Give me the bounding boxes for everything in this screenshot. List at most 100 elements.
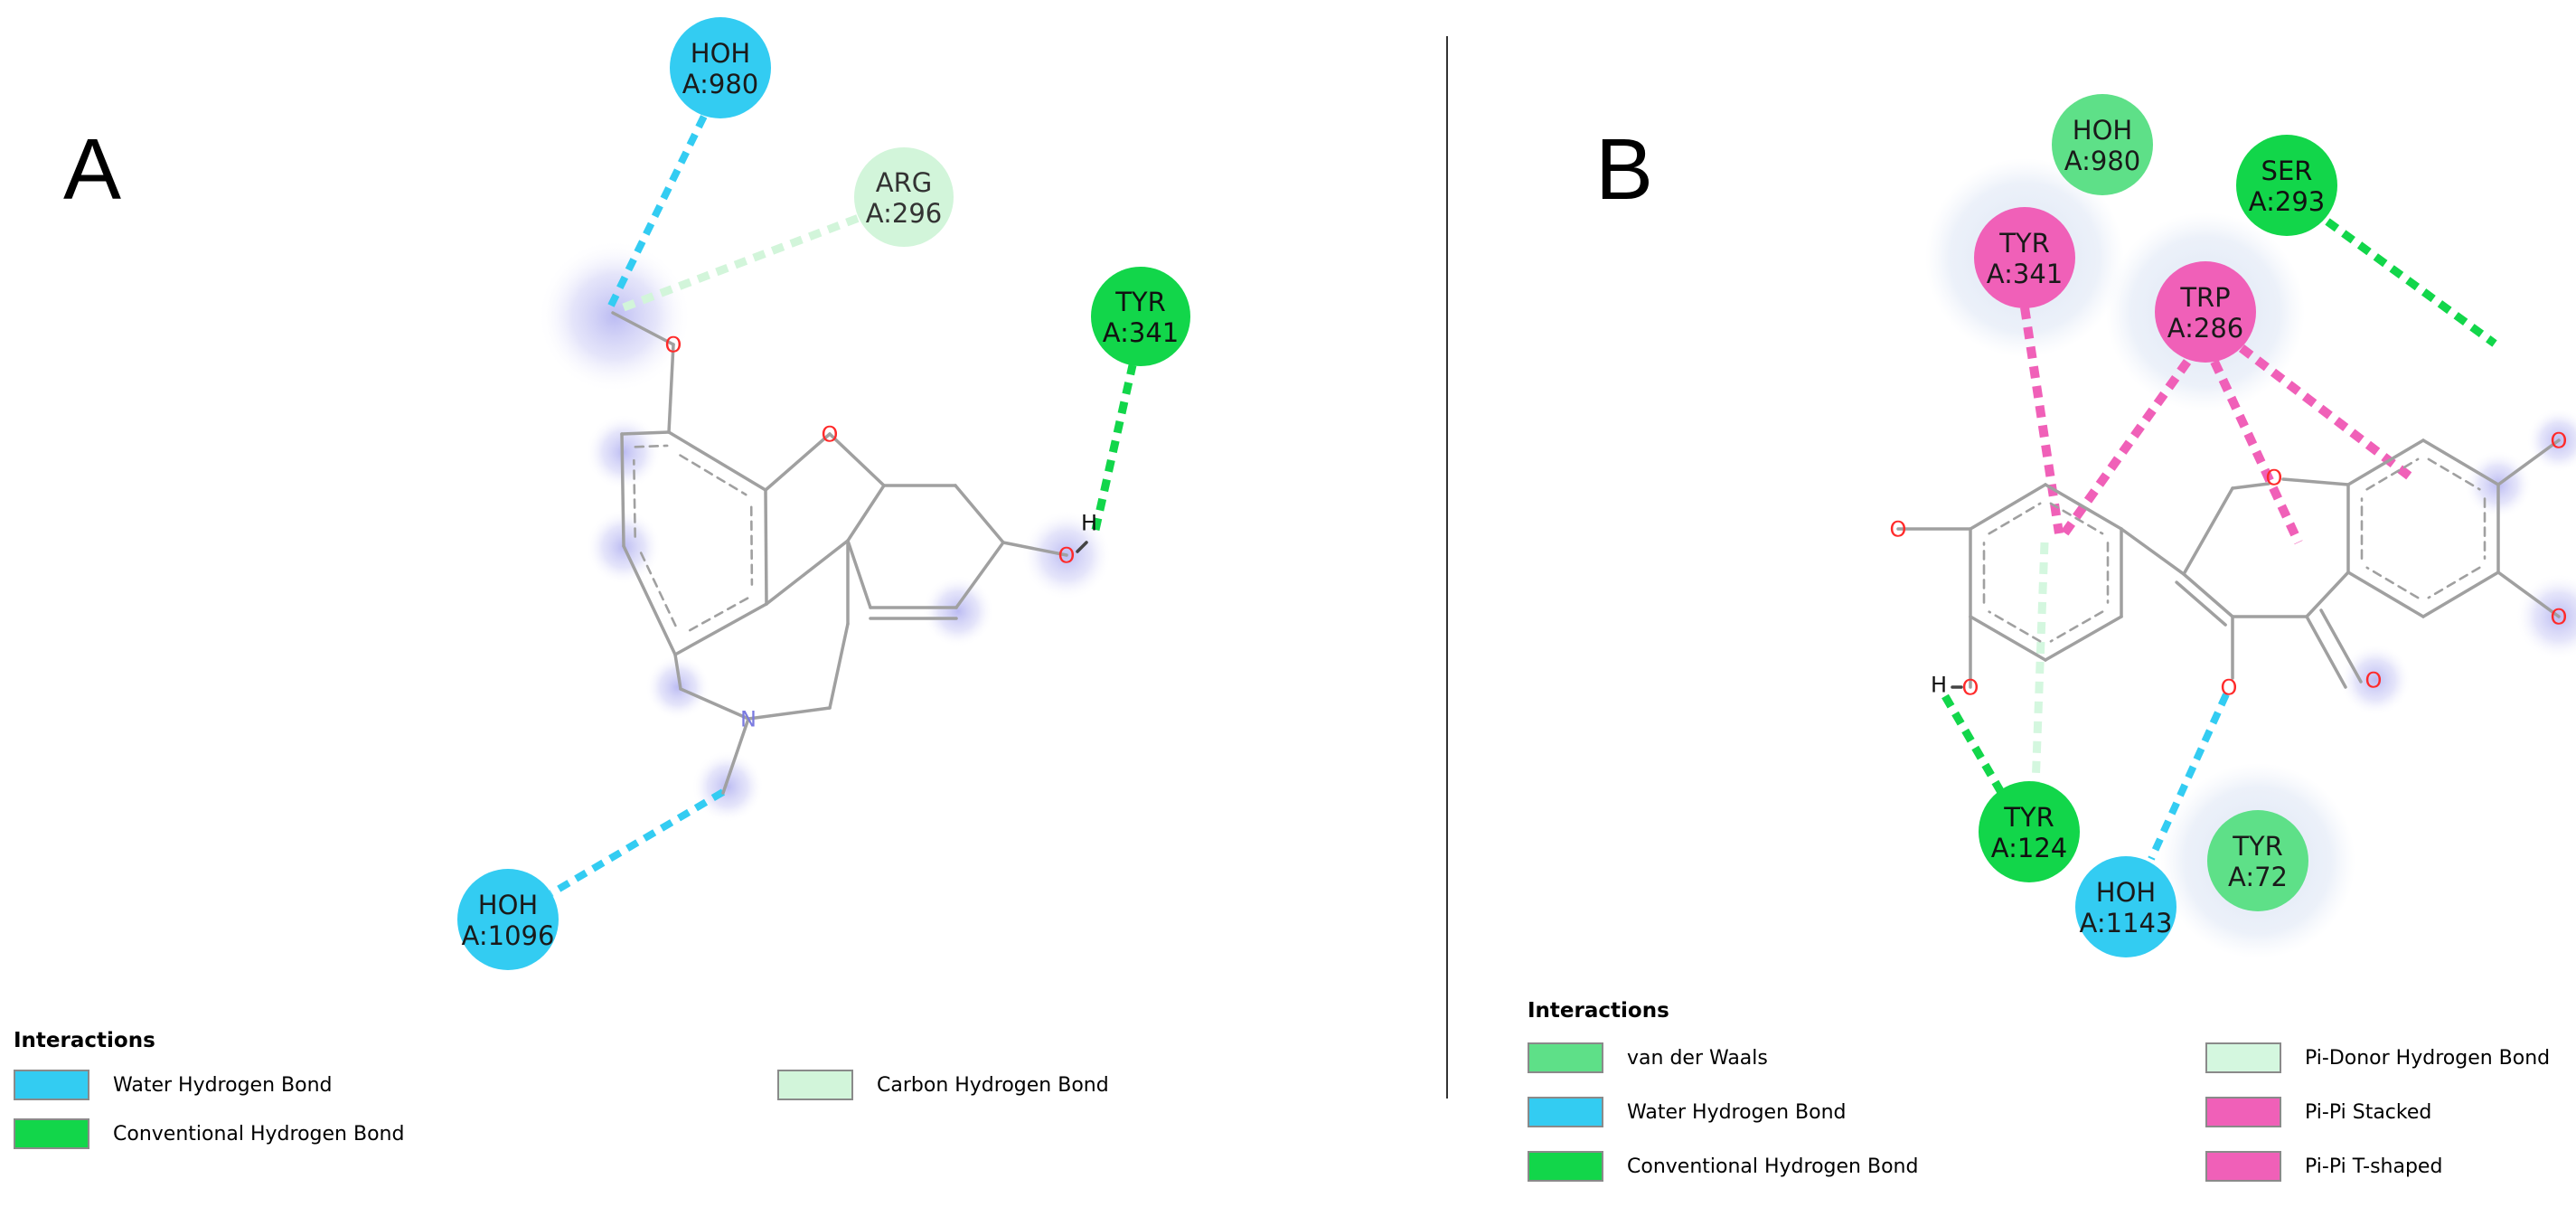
legend-swatch [777, 1070, 853, 1100]
legend-label: Water Hydrogen Bond [1627, 1100, 1847, 1124]
b-line-pi-tyr341 [2020, 306, 2064, 534]
b-bond [2496, 438, 2561, 486]
residue-b-hoh980-disc [2052, 94, 2153, 195]
a-bond [673, 653, 682, 691]
b-line-pi-trp286-r [2238, 344, 2417, 483]
legend-label: Pi-Pi Stacked [2305, 1100, 2432, 1124]
residue-b-tyr341-name: TYR [1998, 228, 2050, 259]
a-ring-bond [620, 432, 625, 548]
legend-label: van der Waals [1627, 1046, 1768, 1070]
legend-b-item-pi-donor: Pi-Donor Hydrogen Bond [2205, 1040, 2550, 1076]
b-atom-oxygen: O [2266, 466, 2283, 491]
residue-a-hoh980-disc [670, 17, 771, 118]
residue-b-tyr72-name: TYR [2232, 831, 2283, 862]
legend-label: Water Hydrogen Bond [113, 1073, 333, 1097]
residue-a-hoh1096-name: HOH [478, 890, 538, 920]
b-aromatic-inner [2365, 566, 2420, 599]
a-bond [611, 311, 675, 346]
a-atom-oxygen: O [822, 422, 839, 448]
legend-b-item-water-hbond: Water Hydrogen Bond [1528, 1094, 1846, 1130]
glow-b-carbonyl [2339, 644, 2411, 716]
a-line-carbon-arg296 [622, 211, 868, 312]
residue-b-tyr124-name: TYR [2003, 802, 2054, 833]
a-ring-bond [620, 430, 671, 436]
a-bond [764, 432, 832, 492]
a-bond [721, 717, 750, 795]
residue-a-arg296-number: A:296 [866, 198, 942, 229]
glow-a-methoxy [538, 240, 691, 393]
residue-b-tyr341-disc [1974, 207, 2075, 308]
residue-b-hoh980-name: HOH [2073, 115, 2132, 146]
b-atom-oxygen: O [2551, 605, 2568, 630]
residue-a-arg296-disc [854, 147, 954, 247]
b-atom-oxygen: O [1962, 675, 1979, 701]
interaction-lines-layer [549, 99, 2497, 897]
residue-b-hoh1143-name: HOH [2096, 877, 2156, 908]
b-atom-oxygen: O [2221, 675, 2238, 701]
legend-swatch [14, 1118, 89, 1149]
legend-a-item-conventional-hbond: Conventional Hydrogen Bond [14, 1116, 404, 1152]
a-atom-oxygen: O [665, 333, 682, 358]
b-line-pi-trp286-l [2060, 359, 2192, 536]
b-aromatic-inner [1988, 502, 2042, 535]
b-line-pi-trp286-c [2210, 359, 2303, 545]
legend-a-title: Interactions [14, 1029, 155, 1052]
a-bond [1076, 541, 1088, 553]
b-line-conv-tyr124 [1941, 693, 2006, 797]
glow-a-nmethyl [691, 750, 764, 823]
a-aromatic-inner [749, 505, 754, 586]
a-ring-bond [667, 430, 767, 492]
a-ring-bond [673, 602, 768, 656]
residue-b-trp286-number: A:286 [2167, 313, 2243, 344]
residue-b-hoh1143-number: A:1143 [2080, 908, 2173, 938]
residue-b-tyr124-number: A:124 [1991, 833, 2067, 863]
b-aromatic-inner [2049, 502, 2104, 535]
residue-a-hoh980-name: HOH [691, 38, 750, 69]
legend-b-item-vdw: van der Waals [1528, 1040, 1768, 1076]
b-aromatic-inner [2049, 610, 2104, 643]
b-bond [2305, 570, 2350, 618]
legend-label: Carbon Hydrogen Bond [877, 1073, 1109, 1097]
b-ring-bond [2346, 570, 2425, 618]
b-line-conv-ser293 [2325, 218, 2497, 347]
legend-a-item-water-hbond: Water Hydrogen Bond [14, 1067, 332, 1103]
a-aromatic-inner [633, 458, 636, 538]
b-atom-oxygen: O [1890, 517, 1907, 542]
residue-a-hoh1096-number: A:1096 [462, 920, 555, 951]
b-aromatic-inner [2427, 566, 2481, 599]
residue-b-ser293-name: SER [2261, 156, 2313, 186]
b-bond [2496, 570, 2561, 618]
b-ring-bond [1969, 483, 2047, 531]
panel-a-label: A [63, 121, 122, 218]
a-bond [747, 706, 832, 721]
b-bond [2305, 615, 2347, 689]
residue-a-tyr341-name: TYR [1114, 287, 1166, 317]
a-bond [828, 622, 850, 710]
legend-swatch [1528, 1151, 1603, 1182]
legend-label: Conventional Hydrogen Bond [1627, 1155, 1919, 1178]
b-line-water-hoh1143 [2148, 693, 2230, 861]
b-aromatic-inner [2427, 457, 2481, 491]
legend-swatch [1528, 1097, 1603, 1127]
residue-b-tyr72-disc [2207, 810, 2308, 911]
a-ring-bond [622, 544, 677, 656]
b-ring-bond [2421, 570, 2500, 618]
a-line-water-hoh1096 [549, 788, 726, 897]
a-bond [846, 484, 886, 542]
b-ring-bond [2044, 483, 2123, 531]
a-bond [954, 541, 1005, 609]
b-double-c2c3 [2175, 580, 2227, 627]
residue-b-ser293-number: A:293 [2249, 186, 2325, 217]
legend-swatch [14, 1070, 89, 1100]
legend-swatch [2205, 1097, 2281, 1127]
